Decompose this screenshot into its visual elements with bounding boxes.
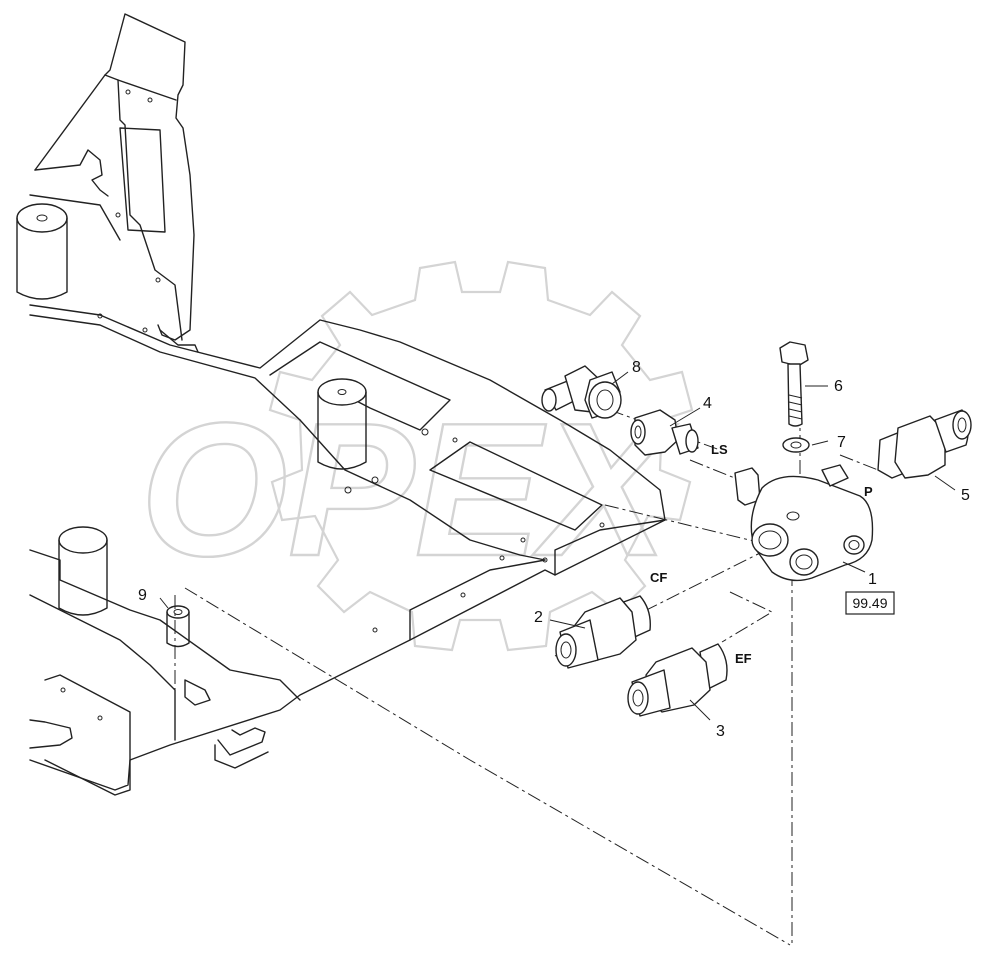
callout-6: 6 (834, 378, 843, 395)
callout-9: 9 (138, 587, 147, 604)
port-label-ls: LS (711, 442, 728, 457)
frame-left-post (16, 203, 68, 300)
part-6-bolt (779, 341, 809, 427)
watermark-gear (268, 260, 694, 652)
leader-lines (159, 371, 956, 721)
frame-upper-bracket (29, 13, 199, 353)
callout-3: 3 (716, 723, 725, 740)
frame-lower-post (58, 526, 108, 616)
part-3-fitting (627, 643, 728, 717)
part-4-fitting (630, 409, 699, 456)
frame-base-plate (29, 304, 666, 791)
callout-8: 8 (632, 359, 641, 376)
callout-7: 7 (837, 434, 846, 451)
callout-1: 1 (868, 571, 877, 588)
part-7-washer (782, 437, 810, 453)
frame-lower-bracket (29, 674, 269, 796)
port-label-cf: CF (650, 570, 667, 585)
part-2-fitting (555, 595, 651, 669)
callout-5: 5 (961, 487, 970, 504)
reference-number: 99.49 (852, 595, 887, 611)
part-1-manifold-block (734, 464, 874, 582)
frame-center-post (317, 378, 367, 470)
part-5-fitting (877, 409, 972, 479)
port-label-ef: EF (735, 651, 752, 666)
part-8-elbow (541, 365, 622, 419)
reference-box: 99.49 (845, 591, 895, 615)
part-9-spacer (166, 605, 190, 648)
port-labels: LS P CF EF (650, 442, 873, 666)
callout-labels: 1 2 3 4 5 6 7 8 9 (138, 359, 970, 740)
port-label-p: P (864, 484, 873, 499)
callout-2: 2 (534, 609, 543, 626)
watermark-text: OPEX (140, 384, 678, 596)
callout-4: 4 (703, 395, 712, 412)
